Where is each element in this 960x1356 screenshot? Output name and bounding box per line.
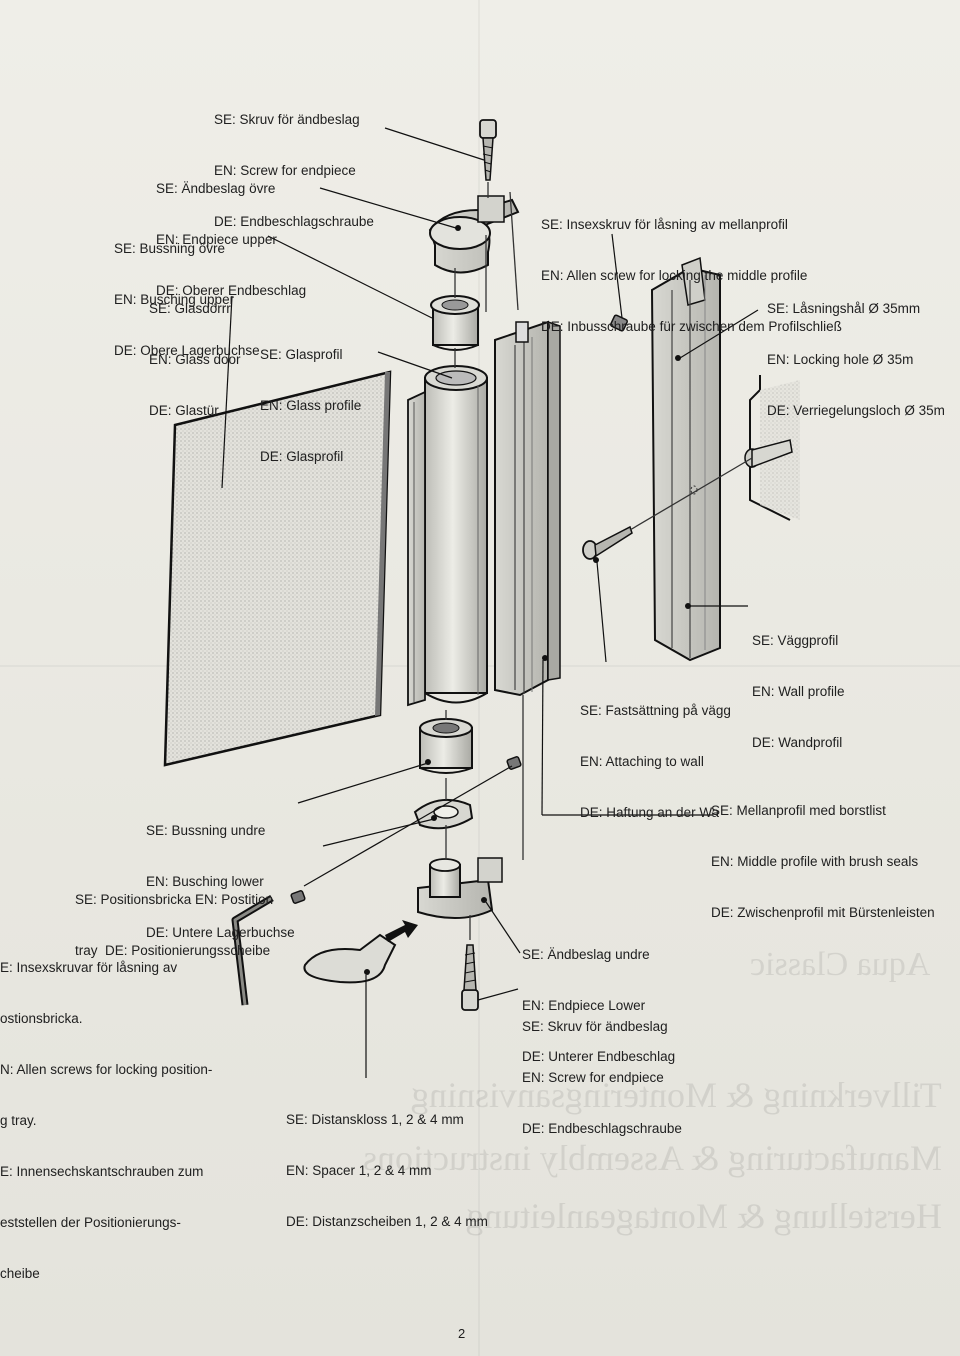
label-se: SE: Bussning övre bbox=[114, 241, 226, 256]
label-de: DE: Zwischenprofil mit Bürstenleisten bbox=[711, 905, 935, 920]
spacer-part bbox=[303, 933, 397, 984]
label-en: EN: Glass profile bbox=[260, 398, 362, 413]
wall-profile-part bbox=[650, 256, 721, 662]
label-line: E: Insexskruvar för låsning av bbox=[0, 960, 178, 975]
wall-screw-part bbox=[582, 525, 633, 563]
label-en: EN: Middle profile with brush seals bbox=[711, 854, 919, 869]
label-wall-profile: SE: Väggprofil EN: Wall profile DE: Wand… bbox=[752, 598, 845, 768]
endpiece-lower-part bbox=[417, 857, 503, 920]
label-spacer: SE: Distanskloss 1, 2 & 4 mm EN: Spacer … bbox=[286, 1077, 488, 1247]
endpiece-upper-part bbox=[428, 195, 520, 274]
label-de: DE: Wandprofil bbox=[752, 735, 843, 750]
label-endpiece-lower: SE: Ändbeslag undre EN: Endpiece Lower D… bbox=[522, 912, 675, 1082]
label-bushing-upper: SE: Bussning övre EN: Busching upper DE:… bbox=[114, 206, 260, 376]
label-screw-top: SE: Skruv för ändbeslag EN: Screw for en… bbox=[214, 77, 374, 247]
bushing-upper-part bbox=[430, 295, 480, 351]
label-en: EN: Busching upper bbox=[114, 292, 235, 307]
screw-top-part bbox=[479, 119, 497, 181]
label-de: DE: Verriegelungsloch Ø 35m bbox=[767, 403, 945, 418]
label-de: DE: Inbusschraube für zwischen dem Profi… bbox=[541, 319, 842, 334]
label-se: SE: Skruv för ändbeslag bbox=[522, 1019, 668, 1034]
leader-lines bbox=[221, 127, 759, 1078]
label-de: DE: Distanzscheiben 1, 2 & 4 mm bbox=[286, 1214, 488, 1229]
label-line: g tray. bbox=[0, 1113, 37, 1128]
label-de: DE: Endbeschlagschraube bbox=[522, 1121, 682, 1136]
glass-profile-part bbox=[407, 365, 488, 707]
label-line: SE: Positionsbricka EN: Postition bbox=[75, 892, 274, 907]
label-se: SE: Ändbeslag undre bbox=[522, 947, 650, 962]
label-se: SE: Bussning undre bbox=[146, 823, 266, 838]
label-line: E: Innensechskantschrauben zum bbox=[0, 1164, 204, 1179]
label-de: DE: Oberer Endbeschlag bbox=[156, 283, 307, 298]
label-se: SE: Låsningshål Ø 35mm bbox=[767, 301, 921, 316]
label-line: cheibe bbox=[0, 1266, 40, 1281]
label-en: EN: Endpiece upper bbox=[156, 232, 277, 247]
label-bushing-lower: SE: Bussning undre EN: Busching lower DE… bbox=[146, 788, 295, 958]
label-line: eststellen der Positionierungs- bbox=[0, 1215, 181, 1230]
label-en: EN: Glass door bbox=[149, 352, 241, 367]
label-se: SE: Distanskloss 1, 2 & 4 mm bbox=[286, 1112, 464, 1127]
label-en: EN: Screw for endpiece bbox=[214, 163, 356, 178]
label-de: DE: Endbeschlagschraube bbox=[214, 214, 374, 229]
bushing-lower-part bbox=[419, 718, 473, 774]
label-se: SE: Ändbeslag övre bbox=[156, 181, 276, 196]
label-se: SE: Fastsättning på vägg bbox=[580, 703, 731, 718]
label-glass-profile: SE: Glasprofil EN: Glass profile DE: Gla… bbox=[260, 312, 361, 482]
label-line: tray DE: Positionierungsscheibe bbox=[75, 943, 271, 958]
label-line: N: Allen screws for locking position- bbox=[0, 1062, 213, 1077]
label-screw-bottom: SE: Skruv för ändbeslag EN: Screw for en… bbox=[522, 984, 682, 1154]
label-en: EN: Attaching to wall bbox=[580, 754, 704, 769]
label-locking-hole: SE: Låsningshål Ø 35mm EN: Locking hole … bbox=[767, 266, 945, 436]
label-en: EN: Locking hole Ø 35m bbox=[767, 352, 914, 367]
label-se: SE: Insexskruv för låsning av mellanprof… bbox=[541, 217, 788, 232]
label-de: DE: Unterer Endbeschlag bbox=[522, 1049, 676, 1064]
assembly-axis-lines bbox=[445, 182, 753, 940]
label-de: DE: Untere Lagerbuchse bbox=[146, 925, 295, 940]
label-middle-profile: SE: Mellanprofil med borstlist EN: Middl… bbox=[711, 768, 935, 938]
label-en: EN: Screw for endpiece bbox=[522, 1070, 664, 1085]
label-allen-position: E: Insexskruvar för låsning av ostionsbr… bbox=[0, 925, 212, 1299]
label-glass-door: SE: Glasdörrr EN: Glass door DE: Glastür bbox=[149, 266, 241, 436]
label-position-tray: SE: Positionsbricka EN: Postition tray D… bbox=[75, 857, 273, 976]
allen-screw-small-part bbox=[290, 314, 628, 904]
screw-bottom-part bbox=[461, 944, 479, 1011]
middle-profile-part bbox=[494, 320, 561, 697]
label-de: DE: Haftung an der Wa bbox=[580, 805, 720, 820]
label-de: DE: Glasprofil bbox=[260, 449, 344, 464]
label-de: DE: Obere Lagerbuchse bbox=[114, 343, 260, 358]
label-en: EN: Allen screw for locking the middle p… bbox=[541, 268, 808, 283]
label-en: EN: Busching lower bbox=[146, 874, 264, 889]
label-en: EN: Wall profile bbox=[752, 684, 845, 699]
label-se: SE: Glasdörrr bbox=[149, 301, 231, 316]
wall-section-part bbox=[744, 375, 800, 521]
label-se: SE: Väggprofil bbox=[752, 633, 839, 648]
label-de: DE: Glastür bbox=[149, 403, 219, 418]
label-attach-wall: SE: Fastsättning på vägg EN: Attaching t… bbox=[580, 668, 731, 838]
label-allen-middle: SE: Insexskruv för låsning av mellanprof… bbox=[541, 182, 842, 352]
page-number: 2 bbox=[458, 1326, 466, 1341]
label-se: SE: Skruv för ändbeslag bbox=[214, 112, 360, 127]
insert-arrow-icon bbox=[385, 920, 418, 942]
label-endpiece-upper: SE: Ändbeslag övre EN: Endpiece upper DE… bbox=[156, 146, 306, 316]
glass-door-part bbox=[163, 370, 392, 767]
label-se: SE: Glasprofil bbox=[260, 347, 343, 362]
position-tray-part bbox=[413, 798, 474, 830]
hex-key-part bbox=[231, 894, 274, 1006]
label-line: ostionsbricka. bbox=[0, 1011, 83, 1026]
label-en: EN: Endpiece Lower bbox=[522, 998, 646, 1013]
label-en: EN: Spacer 1, 2 & 4 mm bbox=[286, 1163, 432, 1178]
label-se: SE: Mellanprofil med borstlist bbox=[711, 803, 886, 818]
